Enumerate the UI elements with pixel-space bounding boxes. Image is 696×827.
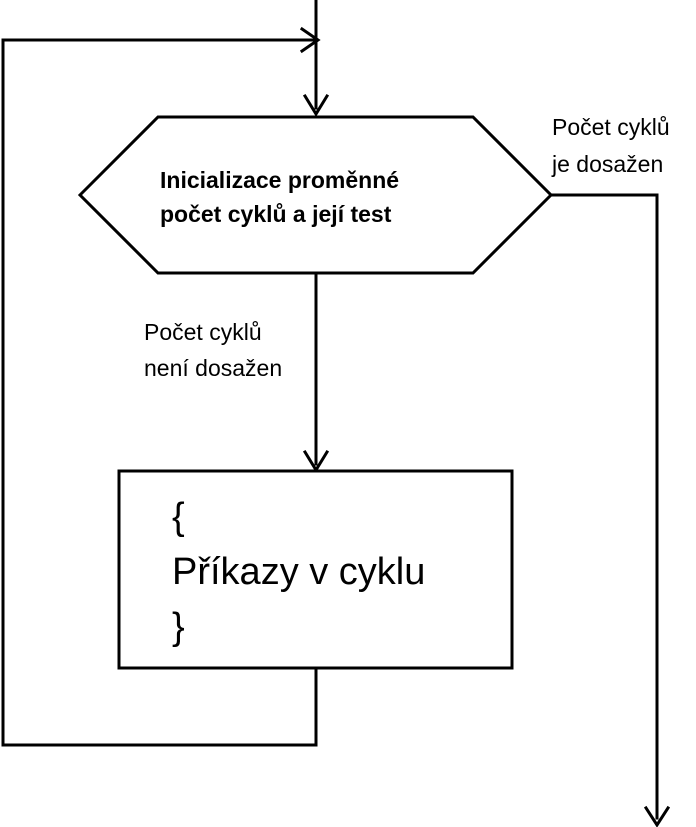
branch-no-label-line1: Počet cyklů [144,319,262,345]
branch-no-label-line2: není dosažen [144,355,282,381]
branch-yes-label-line1: Počet cyklů [552,114,670,140]
exit-arrowhead [643,805,671,827]
process-box [117,469,514,670]
loop-return-line [1,38,318,747]
decision-label-line1: Inicializace proměnné [160,167,399,193]
process-close-brace: } [172,606,185,648]
process-body-label: Příkazy v cyklu [172,551,425,593]
process-open-brace: { [172,496,185,538]
branch-yes-label-line2: je dosažen [551,151,663,177]
entry-arrowhead [302,93,330,117]
decision-label-line2: počet cyklů a její test [160,201,392,227]
exit-branch-line [549,193,659,820]
loop-return-arrowhead [299,26,321,54]
decision-hexagon [77,115,554,275]
